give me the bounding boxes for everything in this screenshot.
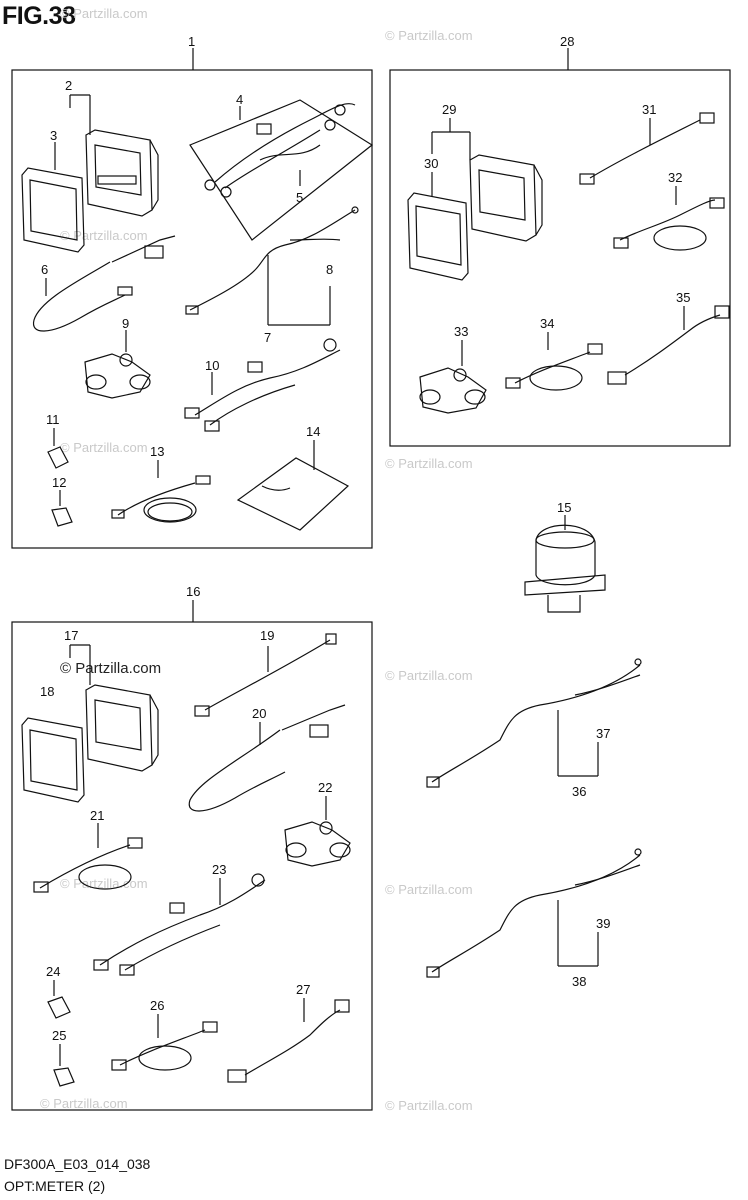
watermark: © Partzilla.com — [385, 28, 473, 43]
callout-number: 5 — [296, 190, 303, 205]
buzzer-part — [524, 524, 606, 613]
callout-number: 28 — [560, 34, 574, 49]
watermark: © Partzilla.com — [385, 668, 473, 683]
callout-number: 39 — [596, 916, 610, 931]
sensor-cable-part — [613, 197, 725, 251]
callout-number: 16 — [186, 584, 200, 599]
callout-number: 8 — [326, 262, 333, 277]
meter-bezel-part — [21, 167, 85, 253]
callout-number: 33 — [454, 324, 468, 339]
watermark: © Partzilla.com — [60, 6, 148, 21]
callout-number: 31 — [642, 102, 656, 117]
hardware-bag-part — [236, 457, 350, 531]
adapter-cable-part — [607, 305, 730, 385]
watermark: © Partzilla.com — [385, 456, 473, 471]
callout-number: 37 — [596, 726, 610, 741]
sensor-harness-part — [93, 873, 266, 976]
callout-number: 10 — [205, 358, 219, 373]
t-connector-part — [284, 821, 351, 867]
drop-cable-part — [505, 343, 603, 391]
callout-number: 36 — [572, 784, 586, 799]
callout-number: 18 — [40, 684, 54, 699]
callout-number: 20 — [252, 706, 266, 721]
terminator-plug-part — [47, 446, 73, 527]
t-connector-part — [84, 353, 151, 399]
callout-number: 23 — [212, 862, 226, 877]
watermark: © Partzilla.com — [385, 1098, 473, 1113]
callout-number: 2 — [65, 78, 72, 93]
group-box-28 — [389, 69, 731, 447]
watermark: © Partzilla.com — [40, 1096, 128, 1111]
callout-number: 15 — [557, 500, 571, 515]
drop-cable-part — [33, 837, 143, 893]
callout-number: 38 — [572, 974, 586, 989]
group-box-1 — [11, 69, 373, 549]
callout-number: 27 — [296, 982, 310, 997]
extension-harness-part — [185, 206, 359, 315]
watermark: © Partzilla.com — [60, 876, 148, 891]
diagram-subtitle: OPT:METER (2) — [4, 1178, 106, 1194]
callout-number: 12 — [52, 475, 66, 490]
meter-bezel-part — [407, 192, 469, 281]
meter-gauge-part — [85, 684, 159, 772]
callout-number: 9 — [122, 316, 129, 331]
watermark: © Partzilla.com — [60, 440, 148, 455]
drop-cable-part — [111, 1021, 218, 1071]
sensor-harness-part — [184, 338, 341, 432]
callout-number: 21 — [90, 808, 104, 823]
callout-number: 25 — [52, 1028, 66, 1043]
meter-gauge-part — [469, 154, 543, 242]
watermark: © Partzilla.com — [60, 228, 148, 243]
gauge-harness-part — [426, 658, 642, 788]
meter-bezel-part — [21, 717, 85, 803]
callout-number: 32 — [668, 170, 682, 185]
callout-number: 19 — [260, 628, 274, 643]
callout-number: 35 — [676, 290, 690, 305]
meter-cable-part — [188, 704, 346, 812]
meter-cable-part — [32, 235, 176, 332]
harness-box-part — [189, 99, 374, 241]
callout-number: 14 — [306, 424, 320, 439]
callout-number: 3 — [50, 128, 57, 143]
callout-number: 30 — [424, 156, 438, 171]
t-connector-part — [419, 367, 487, 414]
callout-number: 4 — [236, 92, 243, 107]
group-box-16 — [11, 621, 373, 1111]
callout-number: 7 — [264, 330, 271, 345]
diagram-code: DF300A_E03_014_038 — [4, 1156, 151, 1172]
watermark: © Partzilla.com — [385, 882, 473, 897]
gauge-harness-part — [426, 848, 642, 978]
figure-title: FIG.38 — [2, 2, 76, 30]
callout-number: 11 — [46, 412, 60, 427]
callout-number: 29 — [442, 102, 456, 117]
callout-number: 17 — [64, 628, 78, 643]
callout-number: 24 — [46, 964, 60, 979]
callout-number: 6 — [41, 262, 48, 277]
callout-number: 22 — [318, 780, 332, 795]
callout-number: 1 — [188, 34, 195, 49]
backbone-cable-part — [579, 112, 715, 185]
adapter-cable-part — [227, 999, 350, 1083]
drop-cable-part — [111, 475, 211, 523]
terminator-plug-part — [47, 996, 75, 1087]
callout-number: 26 — [150, 998, 164, 1013]
callout-number: 34 — [540, 316, 554, 331]
callout-number: 13 — [150, 444, 164, 459]
backbone-cable-part — [194, 633, 337, 717]
meter-gauge-part — [85, 129, 159, 217]
watermark: © Partzilla.com — [60, 660, 162, 677]
